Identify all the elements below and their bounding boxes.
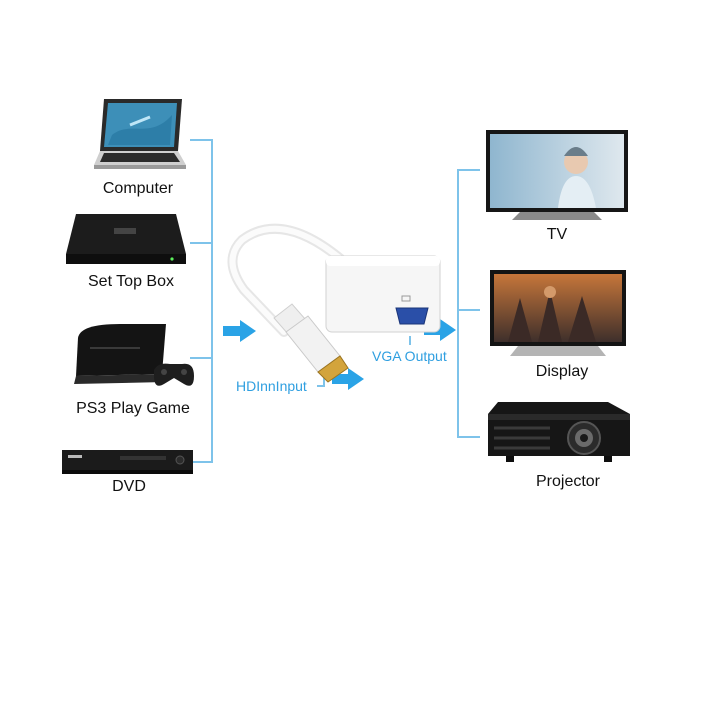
- source-label-computer: Computer: [102, 180, 174, 197]
- laptop-icon: [94, 99, 186, 169]
- projector-icon: [488, 402, 630, 462]
- output-label-tv: TV: [546, 226, 568, 243]
- source-bracket-line: [190, 139, 213, 463]
- vga-output-label: VGA Output: [372, 348, 447, 364]
- output-bracket-line: [457, 169, 480, 438]
- output-label-display: Display: [535, 363, 589, 380]
- arrow-into-adapter: [223, 320, 256, 342]
- arrow-out-of-adapter: [424, 319, 456, 341]
- hdmi-vga-adapter-icon: [227, 223, 441, 383]
- arrow-hdmi-input: [332, 368, 364, 390]
- game-console-icon: [74, 324, 194, 386]
- hdmi-input-label: HDInnInput: [236, 378, 307, 394]
- source-label-set-top-box: Set Top Box: [88, 273, 174, 290]
- set-top-box-icon: [66, 214, 186, 264]
- tv-icon: [486, 130, 628, 220]
- dvd-player-icon: [62, 450, 193, 474]
- source-label-dvd: DVD: [112, 478, 146, 495]
- monitor-icon: [490, 270, 626, 356]
- output-label-projector: Projector: [535, 473, 601, 490]
- source-label-ps3: PS3 Play Game: [76, 400, 190, 417]
